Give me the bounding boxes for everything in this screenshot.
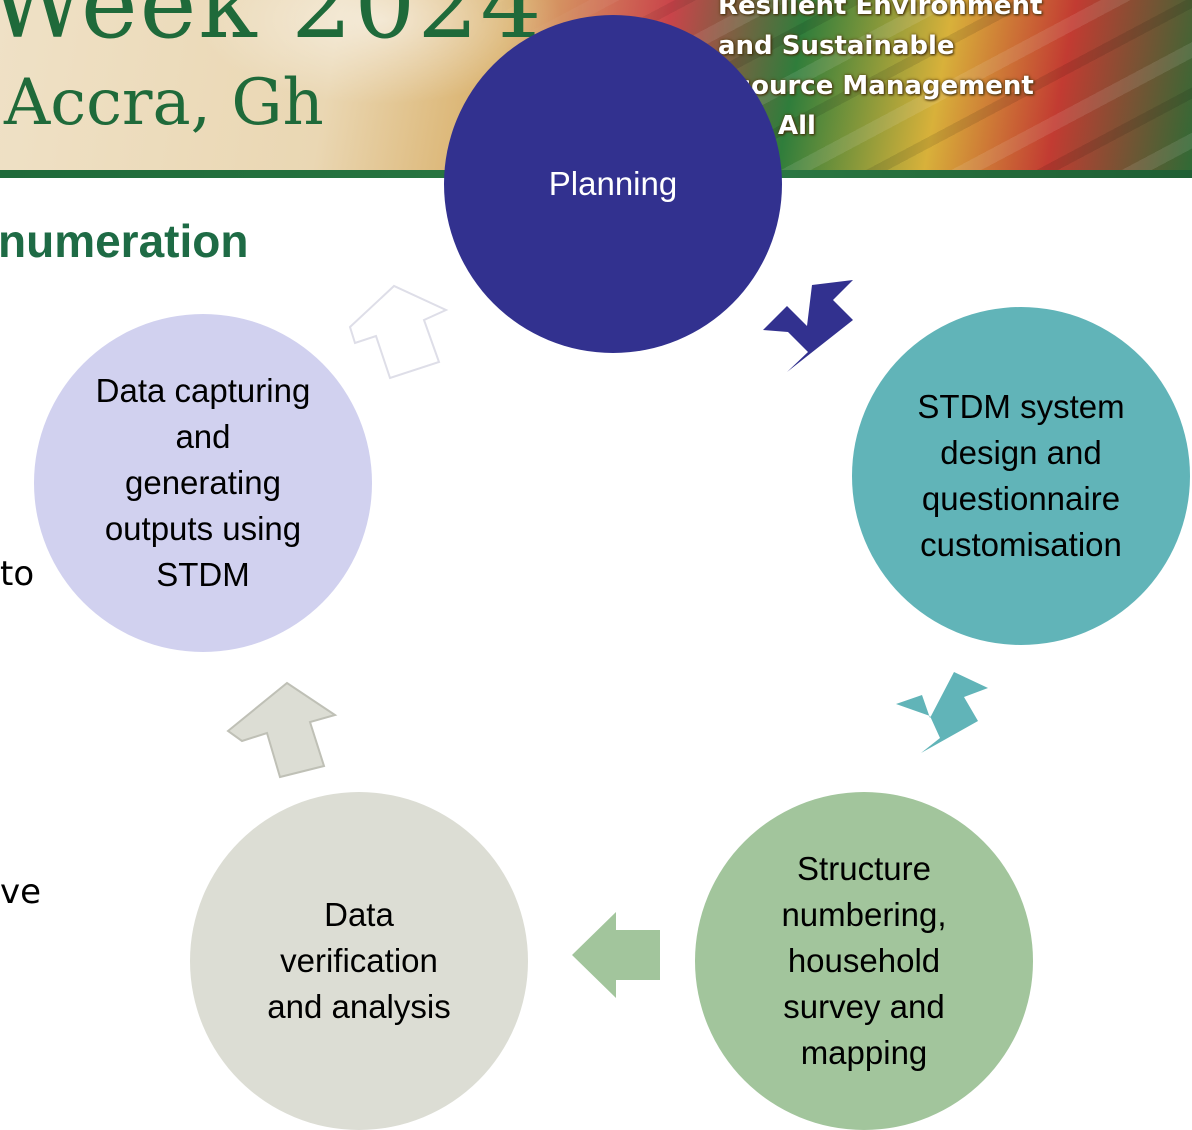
tagline-line-3: esource Management	[718, 71, 1034, 101]
arrow-design-to-survey	[896, 672, 988, 753]
step-system-design: STDM system design and questionnaire cus…	[852, 307, 1190, 645]
step-data-capture-label: Data capturing and generating outputs us…	[95, 372, 311, 593]
arrow-planning-to-design	[763, 280, 853, 372]
tagline-line-4: All	[778, 111, 816, 141]
step-data-capture: Data capturing and generating outputs us…	[34, 314, 372, 652]
banner-city: Accra, Gh	[4, 66, 324, 140]
step-survey-mapping-label: Structure numbering, household survey an…	[781, 850, 947, 1071]
body-text-fragment-1: to	[0, 554, 35, 594]
tagline-line-1: Resilient Environment	[718, 0, 1043, 21]
step-planning: Planning	[444, 15, 782, 353]
cycle-arrows	[226, 280, 988, 998]
arrow-verification-to-capture	[226, 681, 338, 779]
body-text-fragment-2: ve	[0, 872, 42, 912]
arrow-capture-to-planning	[348, 284, 449, 380]
arrow-survey-to-verification	[572, 912, 660, 998]
step-system-design-label: STDM system design and questionnaire cus…	[917, 388, 1125, 563]
banner-title: Week 2024	[0, 0, 544, 60]
step-planning-label: Planning	[548, 165, 678, 202]
step-survey-mapping: Structure numbering, household survey an…	[695, 792, 1033, 1130]
step-verification-label: Data verification and analysis	[267, 896, 451, 1025]
step-verification: Data verification and analysis	[190, 792, 528, 1130]
tagline-line-2: and Sustainable	[718, 31, 955, 61]
banner-tagline: Resilient Environment and Sustainable es…	[718, 0, 1192, 146]
slide-heading: numeration	[0, 215, 249, 267]
